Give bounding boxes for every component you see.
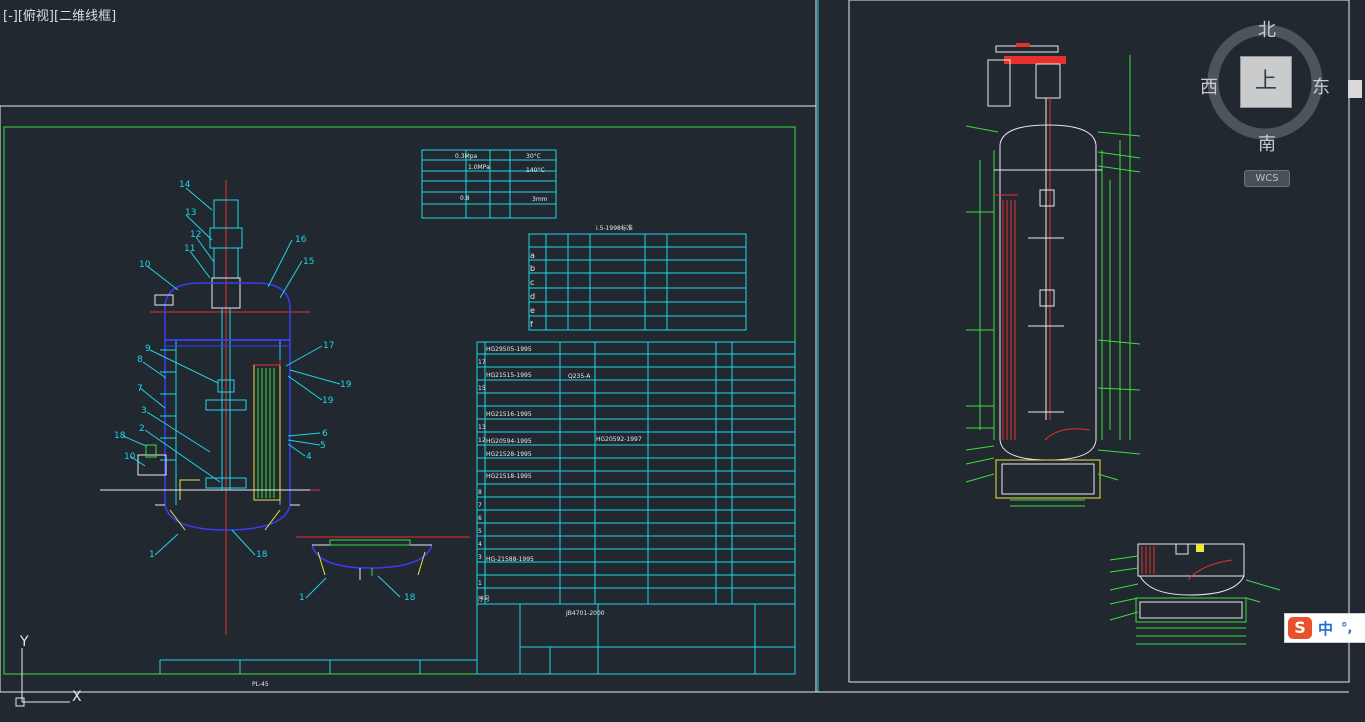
bom-row: HG29505-1995	[486, 346, 532, 353]
spec-jacket-pressure: 1.0MPa	[468, 164, 490, 171]
notes-spec: HG20592-1997	[596, 436, 642, 443]
bom-row: HG21515-1995	[486, 372, 532, 379]
ime-logo-icon[interactable]: S	[1288, 617, 1312, 639]
bom-entries: HG29505-1995 17 HG21515-1995 15 HG21516-…	[252, 346, 605, 688]
vertical-scrollbar-thumb[interactable]	[1348, 80, 1362, 98]
balloon-2: 2	[139, 424, 145, 434]
balloon-10: 10	[139, 260, 151, 270]
ucs-y-label: Y	[19, 634, 29, 650]
nozzle-letters: a b c d e f	[530, 251, 535, 329]
detail-bottom-head: 1 18	[296, 536, 470, 603]
spec-jacket-temp: 140°C	[526, 167, 545, 174]
viewcube-north[interactable]: 北	[1258, 20, 1276, 41]
balloon-14: 14	[179, 180, 191, 190]
nozzle-c: c	[530, 278, 534, 287]
bom-row: 7	[478, 502, 482, 509]
balloon-10b: 10	[124, 452, 136, 462]
balloon-11: 11	[184, 244, 195, 254]
balloon-4: 4	[306, 452, 312, 462]
spec-pressure: 0.3Mpa	[455, 153, 478, 160]
bom-header-seq: 序号	[478, 595, 490, 603]
balloon-5: 5	[320, 441, 326, 451]
viewcube-west[interactable]: 西	[1200, 77, 1218, 98]
svg-text:ⅰ.5-1998标准: ⅰ.5-1998标准	[596, 224, 633, 232]
bom-row: HG21516-1995	[486, 411, 532, 418]
bom-row: 4	[478, 541, 482, 548]
balloon-9: 9	[145, 344, 151, 354]
balloon-8: 8	[137, 355, 143, 365]
drawing-border	[3, 126, 796, 675]
ucs-x-label: X	[72, 689, 82, 705]
balloon-13: 13	[185, 208, 196, 218]
nozzle-e: e	[530, 306, 535, 315]
vessel-elevation	[100, 180, 320, 635]
right-section-view	[1109, 543, 1281, 645]
bom-row: 13	[478, 424, 486, 431]
bom-row: HG21528-1995	[486, 451, 532, 458]
balloon-18: 18	[114, 431, 126, 441]
ime-language-toggle[interactable]: 中	[1318, 619, 1334, 638]
view-name-button[interactable]: [俯视]	[17, 9, 54, 24]
balloon-17: 17	[323, 341, 334, 351]
viewcube-top-face[interactable]: 上	[1240, 56, 1292, 108]
bom-row: 3	[478, 554, 482, 561]
bom-row: 8	[478, 489, 482, 496]
balloon-detail-18: 18	[404, 593, 416, 603]
balloon-15: 15	[303, 257, 314, 267]
bom-table	[159, 341, 796, 675]
tech-spec-values: 0.3Mpa 30°C 1.0MPa 140°C 0.8 3mm	[455, 153, 548, 203]
balloon-labels: 14 13 12 11 10 16 15 9 8 7 3 2 18 10 1 1…	[114, 180, 352, 560]
balloon-12: 12	[190, 230, 201, 240]
bom-row: 1	[478, 580, 482, 587]
nozzle-a: a	[530, 251, 535, 260]
bom-row: 17	[478, 359, 486, 366]
bom-row: 5	[478, 528, 482, 535]
balloon-18b: 18	[256, 550, 268, 560]
viewport-controls-label[interactable]: [-][俯视][二维线框]	[3, 5, 116, 24]
balloon-detail-1: 1	[299, 593, 305, 603]
bom-row: HG-21588-1995	[486, 556, 534, 563]
viewcube-south[interactable]: 南	[1258, 134, 1276, 155]
title-block-code: PL-45	[252, 681, 269, 688]
visual-style-button[interactable]: [二维线框]	[54, 9, 117, 24]
spec-corrosion: 3mm	[532, 196, 548, 203]
ucs-icon[interactable]: Y X	[15, 634, 82, 707]
bom-material: Q235-A	[568, 373, 591, 380]
layout-paper-right	[848, 0, 1350, 683]
nozzle-d: d	[530, 292, 535, 301]
tech-spec-table	[421, 149, 557, 219]
bom-row: HG21518-1995	[486, 473, 532, 480]
ime-toolbar[interactable]: S 中 °,	[1284, 613, 1365, 643]
ime-punctuation-toggle[interactable]: °,	[1341, 620, 1353, 636]
viewcube[interactable]: 北 南 东 西 上 WCS	[1198, 14, 1338, 194]
tech-notes-column: ⅰ.5-1998标准 HG20592-1997	[596, 224, 642, 443]
spec-factor: 0.8	[460, 195, 470, 202]
viewcube-ring[interactable]	[1207, 24, 1323, 140]
balloon-7: 7	[137, 384, 143, 394]
bom-row: HG20594-1995	[486, 438, 532, 445]
bom-row: 12	[478, 437, 486, 444]
spec-temp: 30°C	[526, 153, 541, 160]
right-vessel-drawing	[965, 43, 1141, 507]
balloon-6: 6	[322, 429, 328, 439]
viewcube-east[interactable]: 东	[1312, 77, 1330, 98]
balloon-19: 19	[340, 380, 352, 390]
nozzle-b: b	[530, 264, 535, 273]
balloon-1: 1	[149, 550, 155, 560]
bom-row: 15	[478, 385, 486, 392]
bom-row: 6	[478, 515, 482, 522]
balloon-19b: 19	[322, 396, 334, 406]
nozzle-f: f	[530, 320, 533, 329]
wcs-menu-button[interactable]: WCS	[1244, 170, 1290, 187]
viewport-menu-button[interactable]: [-]	[3, 9, 18, 24]
nozzle-table	[528, 233, 747, 331]
bom-standard: JB4701-2000	[565, 610, 605, 617]
leader-lines	[122, 187, 341, 556]
balloon-16: 16	[295, 235, 307, 245]
balloon-3: 3	[141, 406, 147, 416]
